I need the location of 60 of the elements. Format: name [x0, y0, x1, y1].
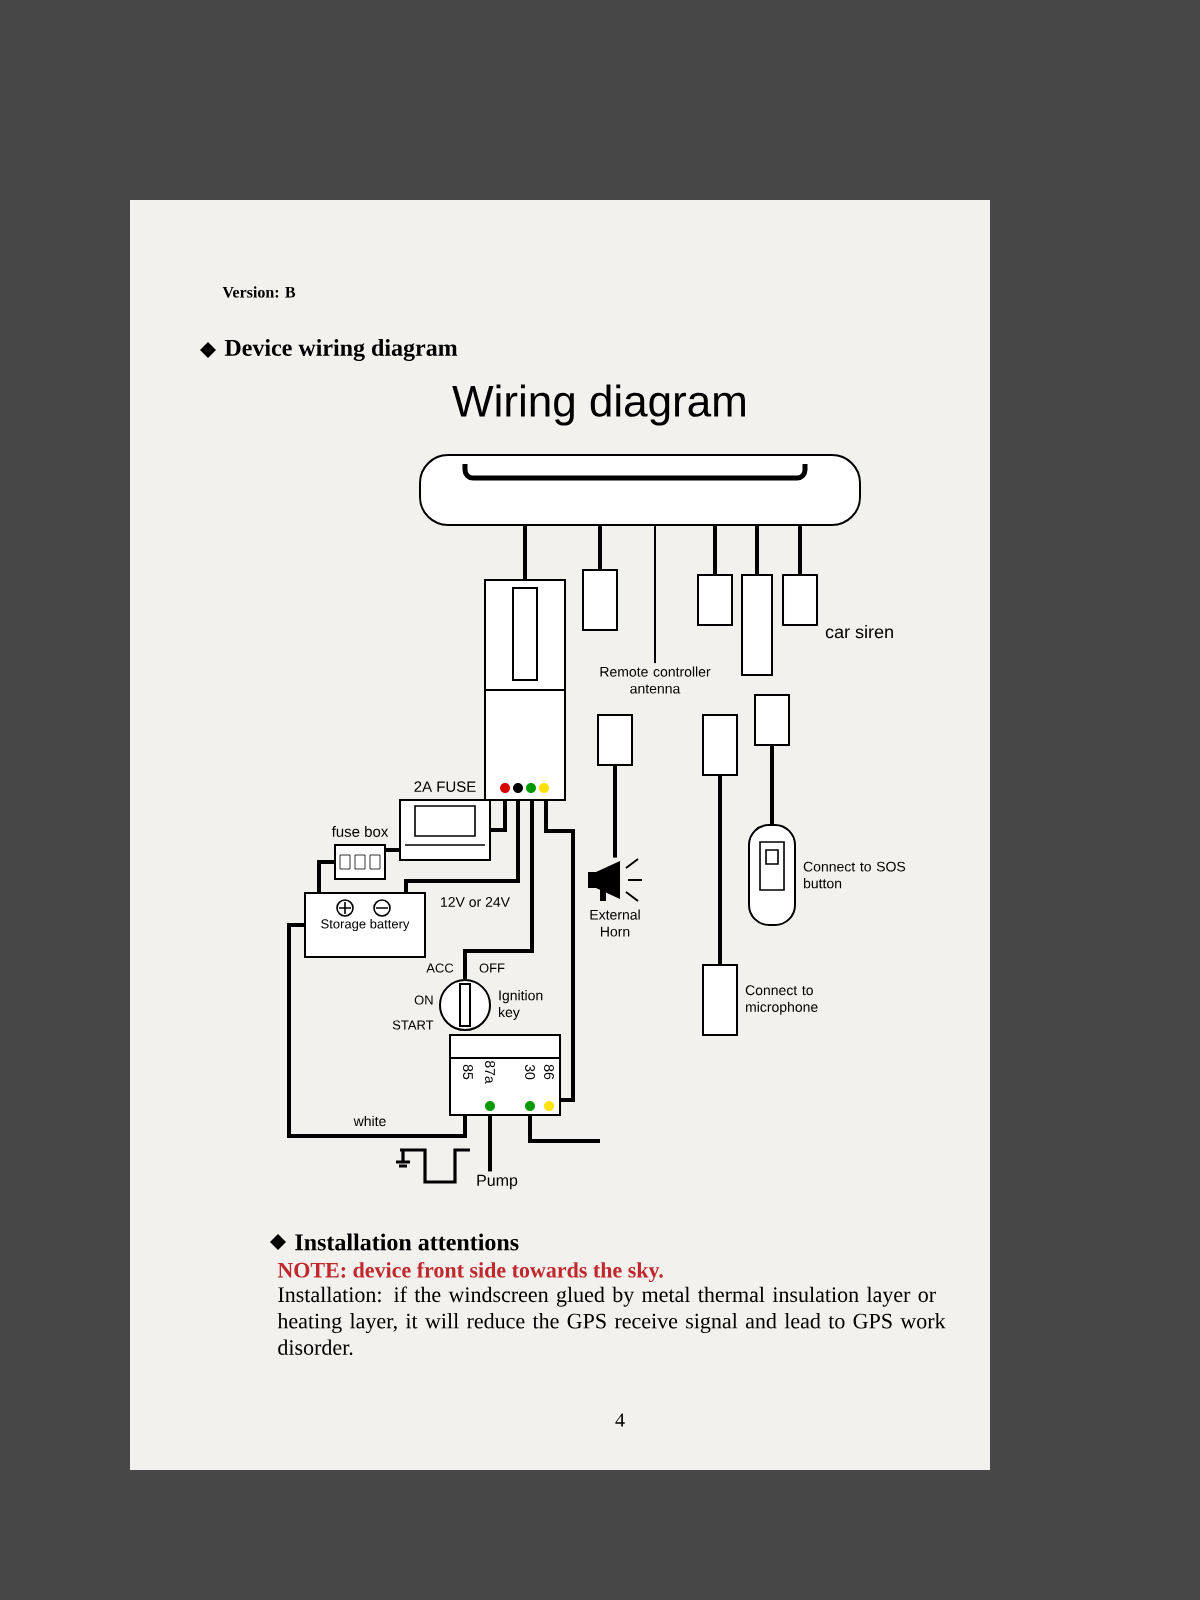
connector-plug	[597, 714, 633, 766]
pin-number: 86	[544, 1064, 554, 1080]
switch-position-label: ACC	[426, 963, 454, 973]
connector-plug	[702, 714, 738, 776]
node-label: car siren	[825, 625, 893, 639]
device-housing	[419, 454, 861, 526]
antenna-wire	[654, 525, 656, 665]
wire	[317, 860, 334, 892]
microphone: Connect to microphone	[702, 964, 818, 1036]
section-heading: Device wiring diagram	[224, 339, 458, 361]
wire	[386, 848, 399, 852]
wire	[491, 801, 507, 832]
connector-plug	[697, 574, 733, 626]
node-label: Connect to SOS button	[803, 861, 906, 889]
version-text: Version: B	[222, 286, 296, 298]
pin-number: 30	[525, 1064, 535, 1080]
antenna-label: Remote controller antenna	[600, 666, 711, 694]
wire	[713, 526, 717, 574]
wire	[718, 776, 722, 964]
note-text: NOTE: device front side towards the sky.	[277, 1261, 663, 1283]
node-label: Connect to microphone	[745, 985, 818, 1015]
connector-plug: car siren	[782, 574, 893, 639]
pin-number: 85	[463, 1064, 473, 1080]
wire	[798, 526, 802, 574]
wire	[488, 1116, 492, 1172]
pin-number: 87a	[485, 1060, 495, 1084]
storage-battery: Storage battery	[304, 892, 426, 958]
node-label: fuse box	[331, 825, 389, 837]
fuse-box: fuse box	[331, 825, 389, 880]
diagram-title: Wiring diagram	[452, 384, 745, 426]
node-label: External Horn	[590, 909, 640, 937]
wire	[463, 801, 534, 979]
wire	[523, 526, 527, 579]
wire	[544, 801, 575, 1102]
body-paragraph: Installation: if the windscreen glued by metal thermal insulation layer or heating layer, it will reduce the GPS receive signal and lead to GPS work disorder.	[277, 1286, 946, 1355]
wire	[287, 923, 467, 1138]
connector-plug	[582, 569, 618, 631]
connector-plug	[754, 694, 790, 746]
wire	[755, 526, 759, 574]
wire	[613, 766, 617, 858]
section-heading: Installation attentions	[295, 1233, 519, 1251]
horn-drawing: External Horn	[588, 858, 643, 937]
connector-plug	[741, 574, 773, 676]
switch-position-label: OFF	[479, 963, 505, 973]
wire	[770, 746, 774, 824]
page-number: 4	[615, 1413, 625, 1427]
wire	[404, 801, 520, 892]
switch-position-label: ON	[414, 995, 433, 1005]
connector-plug	[484, 579, 566, 801]
wire-label: 12V or 24V	[438, 895, 513, 909]
relay	[449, 1034, 561, 1116]
sos-button: Connect to SOS button	[748, 824, 906, 926]
node-label: Ignition key	[499, 990, 543, 1020]
fuse-holder: 2A FUSE	[399, 781, 491, 861]
pump-label: Pump	[477, 1174, 518, 1190]
wire	[528, 1116, 600, 1143]
switch-position-label: START	[392, 1020, 434, 1030]
ignition-switch: Ignition key	[439, 979, 543, 1031]
node-label: 2A FUSE	[414, 781, 476, 792]
wire	[598, 526, 602, 569]
